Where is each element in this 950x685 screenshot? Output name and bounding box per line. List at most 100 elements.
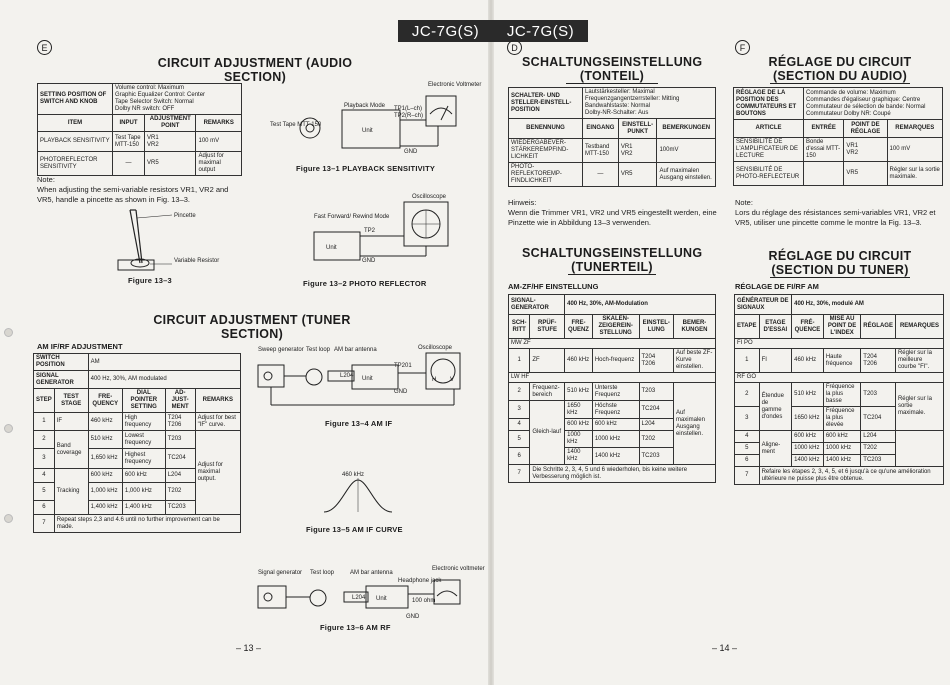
sg-label: Signal generator: [258, 570, 302, 576]
cell: Étendue de gamme d'ondes: [758, 382, 793, 431]
cell: Auf beste ZF-Kurve einstellen.: [672, 348, 717, 373]
col-item: ITEM: [37, 114, 113, 132]
am-if-diagram: Sweep generator Test loop AM bar antenna…: [257, 345, 461, 406]
fr-fipo: FI PO: [734, 338, 944, 349]
l204-label: L204: [340, 373, 354, 379]
cell: 1650 kHz: [564, 400, 593, 419]
cell: Highest frequency: [121, 448, 166, 469]
cell: 1400 kHz: [564, 447, 593, 465]
cell: Bonde d'essai MTT-150: [802, 137, 845, 162]
col: MISE AU POINT DE L'INDEX: [822, 314, 862, 339]
cell: TC203: [638, 447, 674, 465]
cell: Adjust for maximal output: [195, 151, 242, 176]
col-remarks: REMARKS: [195, 114, 242, 132]
cell: High frequency: [121, 412, 166, 431]
cell: 5: [507, 430, 531, 448]
cell: PHOTO-REFLEKTOREMP-FINDLICHKEIT: [508, 162, 583, 187]
binder-hole: [4, 328, 13, 337]
gnd-label: GND: [406, 614, 420, 620]
voltmeter-label: Electronic Voltmeter: [428, 82, 481, 88]
am-adjust-subtitle: AM IF/RF ADJUSTMENT: [37, 342, 123, 351]
tp201-label: TP201: [394, 363, 412, 369]
gnd-label: GND: [404, 149, 418, 155]
cell: 600 kHz: [564, 418, 593, 431]
cell: 3: [734, 406, 760, 431]
de-max: Auf maximalen Ausgang einstellen.: [672, 382, 717, 465]
osc-label: Oscilloscope: [418, 345, 453, 351]
fr-note-label: Note:: [735, 198, 753, 207]
r-label: 100 ohm: [412, 598, 435, 604]
adjust-max: Adjust for maximal output.: [194, 430, 242, 515]
cell: 6: [33, 500, 55, 515]
col: BENENNUNG: [508, 118, 583, 139]
cell: Testband MTT-150: [582, 138, 619, 163]
cell: VR5: [843, 161, 888, 186]
sg-label: SIGNAL GENERATOR: [33, 370, 89, 389]
cell: 3: [507, 400, 531, 419]
cell: Auf maximalen Ausgang einstellen.: [656, 162, 716, 187]
switch-value: AM: [87, 353, 242, 371]
de-hint-label: Hinweis:: [508, 198, 537, 207]
cell: 100 mV: [195, 131, 242, 152]
cell: SENSIBILITÉ DE PHOTO-REFLECTEUR: [733, 161, 804, 186]
cell: L204: [164, 468, 196, 483]
cell: T202: [164, 482, 196, 501]
de-set-value: Lautstärkesteller: Maximal Frequenzgange…: [582, 87, 716, 119]
test-tape-label: Test Tape MTT-150: [270, 122, 322, 128]
figure-13-4-caption: Figure 13–4 AM IF: [325, 419, 393, 428]
cell: VR5: [617, 162, 658, 187]
figure-13-3-caption: Figure 13–3: [128, 276, 172, 285]
de-sub: AM-ZF/HF EINSTELLUNG: [508, 282, 599, 291]
figure-13-2-caption: Figure 13–2 PHOTO REFLECTOR: [303, 279, 427, 288]
cell: FI: [758, 348, 793, 373]
cell: 1,400 kHz: [87, 500, 123, 515]
cell: TC204: [860, 406, 896, 431]
cell: PHOTOREFLECTOR SENSITIVITY: [37, 151, 113, 176]
cell: 1000 kHz: [564, 430, 593, 448]
cell: WIEDERGABEVER-STÄRKEREMPFIND-LICHKEIT: [508, 138, 583, 163]
cell: 460 kHz: [564, 348, 593, 373]
cell: SENSIBILITÉ DE L'AMPLIFICATEUR DE LECTUR…: [733, 137, 804, 162]
cell: Fréquence la plus élevée: [822, 406, 862, 431]
band-coverage: Band coverage: [53, 430, 89, 469]
am-rf-diagram: Signal generator Test loop AM bar antenn…: [257, 566, 485, 620]
curve-freq-label: 460 kHz: [342, 472, 364, 478]
cell: Aligne-ment: [758, 430, 793, 467]
cell: 5: [734, 442, 760, 455]
col: REMARQUES: [894, 314, 945, 339]
binder-hole: [4, 424, 13, 433]
cell: 5: [33, 482, 55, 501]
cell: 3: [33, 448, 55, 469]
loop-label: Test loop: [310, 570, 335, 576]
binder-hole: [4, 514, 13, 523]
cell: 2: [33, 430, 55, 449]
fr-title-1: RÉGLAGE DU CIRCUIT: [768, 55, 912, 69]
cell: 510 kHz: [87, 430, 123, 449]
fr-sg-label: GÉNÉRATEUR DE SIGNAUX: [733, 294, 793, 315]
de-lwhf: LW HF: [508, 372, 716, 383]
de-tuner-title-2: (TUNERTEIL): [568, 260, 656, 275]
cell: 2: [507, 382, 531, 401]
col: RPÜF-STUFE: [529, 314, 566, 339]
cell: Lowest frequency: [121, 430, 166, 449]
cell: 4: [734, 430, 760, 443]
cell: Frequenz-bereich: [529, 382, 566, 401]
cell: 6: [507, 447, 531, 465]
figure-13-1-caption: Figure 13–1 PLAYBACK SENSITIVITY: [296, 164, 436, 173]
cell: Adjust for best "IF" curve.: [194, 412, 242, 431]
tp2-label: TP2: [364, 228, 376, 234]
sweep-label: Sweep generator: [258, 347, 304, 353]
setting-value: Volume control: Maximum Graphic Equalize…: [112, 83, 242, 115]
cell: 600 kHz: [121, 468, 166, 483]
step7: Repeat steps 2,3 and 4.6 until no furthe…: [53, 514, 242, 533]
am-if-curve: 460 kHz: [323, 472, 393, 513]
cell: 600 kHz: [591, 418, 640, 431]
l204-label: L204: [352, 595, 366, 601]
lang-marker-e: E: [37, 40, 52, 55]
note-label: Note:: [37, 175, 55, 184]
unit-label: Unit: [326, 245, 337, 251]
cell: 6: [734, 454, 760, 467]
fr-set-value: Commande de volume: Maximum Commandes d'…: [803, 87, 943, 120]
cell: VR1 VR2: [843, 137, 888, 162]
figure-13-6-caption: Figure 13–6 AM RF: [320, 623, 391, 632]
